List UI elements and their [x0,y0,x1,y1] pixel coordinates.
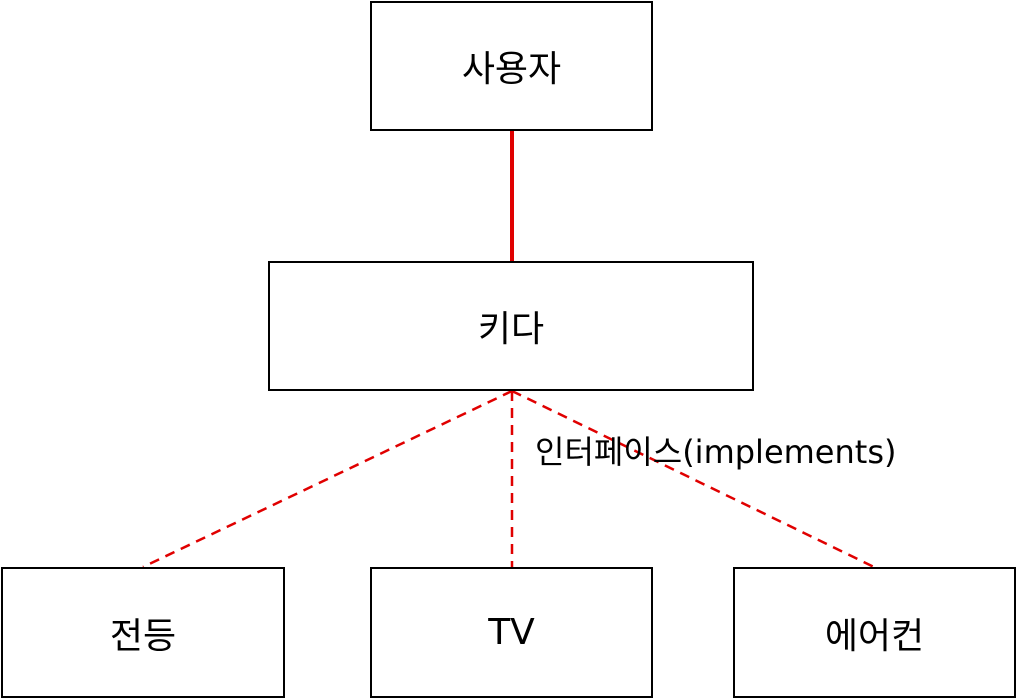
aircon-node: 에어컨 [733,567,1016,698]
kida-node: 키다 [268,261,754,391]
kida-node-label: 키다 [477,309,545,350]
tv-node: TV [370,567,653,698]
aircon-node-label: 에어컨 [824,615,925,657]
tv-node-label: TV [488,612,535,653]
implements-edge-lamp [142,389,513,569]
lamp-node: 전등 [1,567,285,698]
interface-edge-label: 인터페이스(implements) [535,433,897,471]
user-node: 사용자 [370,1,653,131]
lamp-node-label: 전등 [109,615,177,657]
user-node-label: 사용자 [461,49,562,90]
implements-edge-aircon [511,389,875,569]
